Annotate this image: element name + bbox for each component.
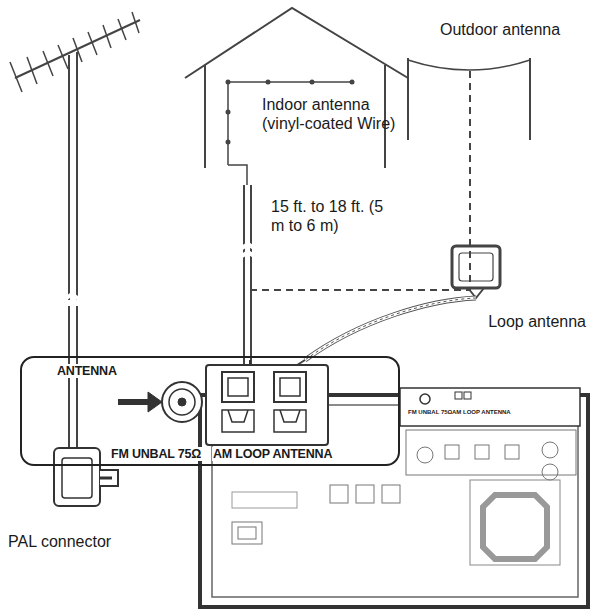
antenna-label: Outdoor antenna: [440, 20, 560, 39]
antenna-label: Loop antenna: [488, 312, 586, 331]
outdoor-antenna: [252, 58, 530, 290]
panel-label: ANTENNA: [56, 364, 118, 378]
panel-label: AM LOOP ANTENNA: [212, 447, 333, 461]
antenna-panel: ANTENNA FM UNBAL 75Ω AM LOOP ANTENNA: [20, 356, 400, 466]
tv-antenna: [10, 12, 140, 450]
terminal-label: FM UNBAL 75Ω: [408, 409, 452, 416]
antenna-label: Indoor antenna (vinyl-coated Wire): [262, 95, 412, 133]
dimension-label: 15 ft. to 18 ft. (5 m to 6 m): [271, 197, 399, 235]
antenna-terminal-closeup: [54, 360, 328, 506]
house: [185, 8, 408, 365]
terminal-label: AM LOOP ANTENNA: [452, 409, 511, 416]
part-label: PAL connector: [8, 532, 111, 551]
panel-label: FM UNBAL 75Ω: [110, 447, 202, 461]
